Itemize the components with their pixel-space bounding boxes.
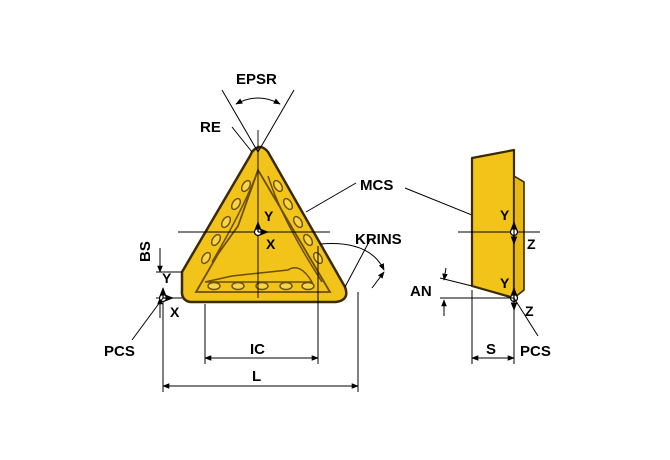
l-label: L	[252, 368, 261, 385]
inner-ridge-bottom	[204, 267, 314, 283]
side-step	[513, 174, 525, 300]
mcs-origin-side: Y Z	[500, 207, 536, 252]
krins-label: KRINS	[355, 231, 402, 248]
bs-label: BS	[137, 241, 154, 262]
an-dimension	[439, 267, 514, 316]
krins-dimension	[319, 239, 385, 289]
dimples-bottom-edge	[207, 281, 315, 291]
insert-body	[180, 145, 348, 304]
dimples-left-edge	[200, 179, 252, 265]
re-label: RE	[200, 119, 221, 136]
mcs-side-z-label: Z	[527, 236, 536, 252]
mcs-leader-front	[305, 182, 357, 213]
ic-dimension	[204, 246, 319, 364]
insert-front-view	[180, 145, 348, 304]
pcs-left-label: PCS	[104, 343, 135, 360]
s-dimension	[471, 290, 515, 364]
epsr-dimension	[221, 89, 295, 153]
pcs-front-x-label: X	[170, 304, 180, 320]
pcs-side-y-label: Y	[500, 275, 510, 291]
dimples-right-edge	[272, 179, 324, 265]
re-leader	[231, 126, 253, 153]
mcs-origin-front: Y X	[253, 208, 276, 252]
pcs-front-y-label: Y	[162, 270, 172, 286]
pcs-right-label: PCS	[520, 343, 551, 360]
pcs-side-z-label: Z	[525, 303, 534, 319]
epsr-label: EPSR	[236, 71, 277, 88]
mcs-front-y-label: Y	[264, 208, 274, 224]
s-label: S	[486, 341, 496, 358]
mcs-label: MCS	[360, 177, 393, 194]
ic-label: IC	[250, 341, 265, 358]
mcs-front-x-label: X	[266, 236, 276, 252]
l-dimension	[162, 292, 359, 392]
pcs-origin-front: Y X	[131, 270, 180, 341]
insert-side-view	[470, 148, 525, 300]
inner-ridge-right	[267, 175, 323, 283]
an-label: AN	[410, 283, 432, 300]
mcs-side-y-label: Y	[500, 207, 510, 223]
inner-ridge-left	[211, 177, 256, 263]
